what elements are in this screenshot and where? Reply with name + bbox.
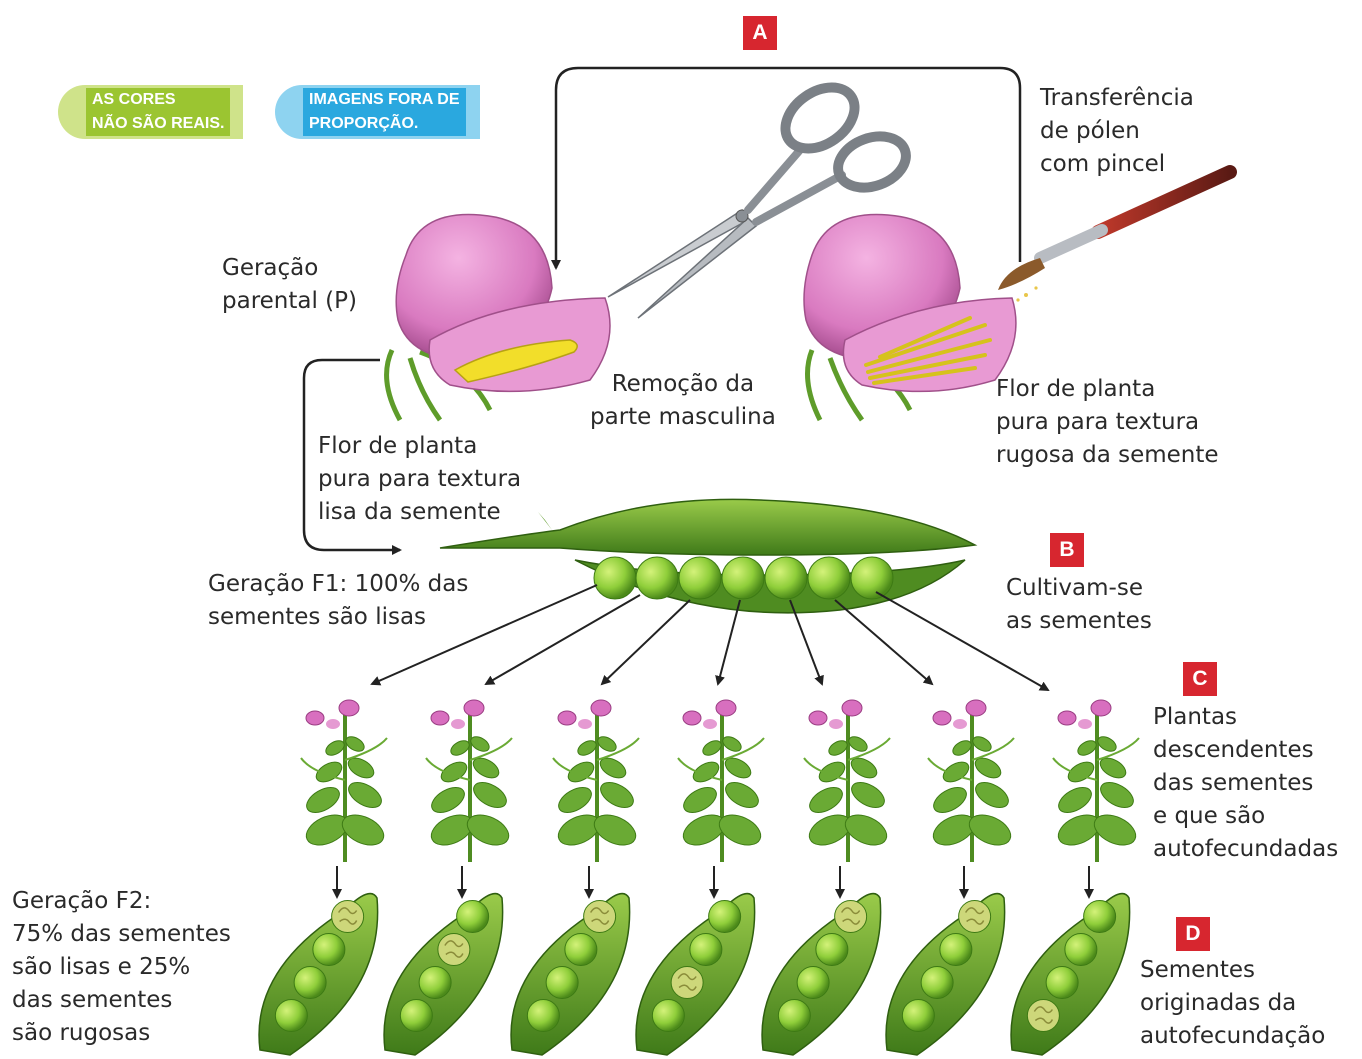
f2-pod bbox=[636, 894, 755, 1055]
smooth-pea bbox=[294, 967, 326, 999]
male-removal-label: Remoção da parte masculina bbox=[590, 368, 776, 434]
f2-generation-label: Geração F2: 75% das sementes são lisas e… bbox=[12, 885, 231, 1050]
smooth-pea bbox=[565, 934, 597, 966]
step-d-tag: D bbox=[1176, 917, 1210, 951]
smooth-pea bbox=[709, 901, 741, 933]
smooth-pea bbox=[652, 1000, 684, 1032]
f2-pod bbox=[259, 894, 378, 1055]
smooth-pea bbox=[546, 967, 578, 999]
f1-pea bbox=[808, 557, 850, 599]
pea-plant bbox=[1053, 700, 1140, 862]
wrinkled-pea bbox=[332, 901, 364, 933]
pea-plant bbox=[426, 700, 513, 862]
arrows-to-f2-pods bbox=[337, 866, 1089, 897]
smooth-pea bbox=[690, 934, 722, 966]
wrinkled-pea bbox=[1027, 1000, 1059, 1032]
f2-pod bbox=[511, 894, 630, 1055]
f1-generation-label: Geração F1: 100% das sementes são lisas bbox=[208, 568, 468, 634]
smooth-pea bbox=[313, 934, 345, 966]
smooth-pea bbox=[419, 967, 451, 999]
parental-generation-label: Geração parental (P) bbox=[222, 252, 357, 318]
step-c-tag: C bbox=[1183, 662, 1217, 696]
arrow-pod-to-plant bbox=[602, 600, 690, 684]
f1-pea bbox=[594, 557, 636, 599]
descendant-plants-row bbox=[301, 700, 1140, 862]
smooth-pea bbox=[275, 1000, 307, 1032]
pea-plant bbox=[928, 700, 1015, 862]
descendant-plants-label: Plantas descendentes das sementes e que … bbox=[1153, 701, 1338, 866]
smooth-pea bbox=[457, 901, 489, 933]
scale-note-text: IMAGENS FORA DE PROPORÇÃO. bbox=[303, 88, 466, 136]
f1-pea bbox=[679, 557, 721, 599]
colors-note-badge: AS CORES NÃO SÃO REAIS. bbox=[58, 85, 243, 139]
pea-plant bbox=[678, 700, 765, 862]
smooth-pea bbox=[527, 1000, 559, 1032]
f1-pea bbox=[765, 557, 807, 599]
grow-seeds-label: Cultivam-se as sementes bbox=[1006, 572, 1152, 638]
smooth-pea bbox=[400, 1000, 432, 1032]
arrow-pod-to-plant bbox=[718, 600, 740, 684]
pollen-transfer-label: Transferência de pólen com pincel bbox=[1040, 82, 1194, 181]
smooth-pea bbox=[778, 1000, 810, 1032]
scale-note-badge: IMAGENS FORA DE PROPORÇÃO. bbox=[275, 85, 480, 139]
self-seeds-label: Sementes originadas da autofecundação bbox=[1140, 954, 1325, 1053]
flower-smooth bbox=[387, 215, 610, 421]
f1-pea bbox=[851, 557, 893, 599]
smooth-pea bbox=[797, 967, 829, 999]
wrinkled-flower-label: Flor de planta pura para textura rugosa … bbox=[996, 373, 1219, 472]
f1-pea bbox=[722, 557, 764, 599]
wrinkled-pea bbox=[959, 901, 991, 933]
smooth-pea bbox=[1084, 901, 1116, 933]
pea-plant bbox=[553, 700, 640, 862]
f1-pea bbox=[636, 557, 678, 599]
step-b-tag: B bbox=[1050, 533, 1084, 567]
f2-pod bbox=[762, 894, 881, 1055]
arrow-pod-to-plant bbox=[835, 600, 932, 684]
flower-wrinkled bbox=[804, 215, 1016, 421]
colors-note-text: AS CORES NÃO SÃO REAIS. bbox=[86, 88, 230, 136]
smooth-pea bbox=[921, 967, 953, 999]
f2-pod bbox=[384, 894, 503, 1055]
wrinkled-pea bbox=[671, 967, 703, 999]
wrinkled-pea bbox=[584, 901, 616, 933]
smooth-flower-label: Flor de planta pura para textura lisa da… bbox=[318, 430, 521, 529]
f2-pod bbox=[1011, 894, 1130, 1055]
smooth-pea bbox=[902, 1000, 934, 1032]
wrinkled-pea bbox=[438, 934, 470, 966]
step-a-tag: A bbox=[743, 16, 777, 50]
wrinkled-pea bbox=[835, 901, 867, 933]
f2-pod bbox=[886, 894, 1005, 1055]
smooth-pea bbox=[1065, 934, 1097, 966]
pea-plant bbox=[804, 700, 891, 862]
paintbrush-icon bbox=[998, 172, 1230, 302]
pea-plant bbox=[301, 700, 388, 862]
f2-pods-row bbox=[259, 894, 1130, 1055]
smooth-pea bbox=[940, 934, 972, 966]
smooth-pea bbox=[816, 934, 848, 966]
smooth-pea bbox=[1046, 967, 1078, 999]
